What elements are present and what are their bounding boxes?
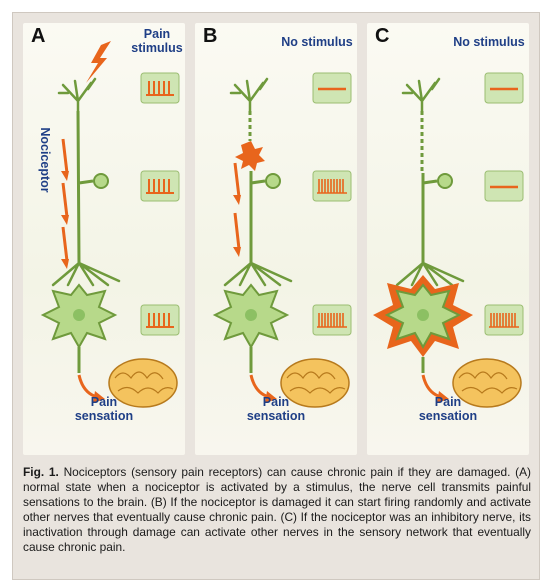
panel-letter: B — [203, 25, 218, 47]
panel-b-art — [212, 72, 352, 408]
sensation-label-line2: sensation — [418, 409, 478, 423]
caption-text: Nociceptors (sensory pain receptors) can… — [23, 465, 531, 554]
panel-letter: C — [375, 25, 390, 47]
caption-figure-number: Fig. 1. — [23, 465, 59, 479]
nociceptor-label: Nociceptor — [38, 127, 52, 193]
panel-c: C No stimulus Pain sensation — [367, 23, 529, 455]
brain-icon — [452, 358, 522, 408]
panel-c-art — [373, 72, 524, 408]
stimulus-label: No stimulus — [453, 35, 525, 49]
panel-a-art — [40, 41, 180, 408]
panel-a: A Pain stimulus Nociceptor Pain sensatio… — [23, 23, 185, 455]
stimulus-label-line2: stimulus — [131, 41, 183, 55]
figure-caption: Fig. 1. Nociceptors (sensory pain recept… — [23, 465, 531, 555]
sensation-label: Pain sensation — [241, 395, 311, 423]
damage-icon — [235, 141, 265, 171]
figure: A Pain stimulus Nociceptor Pain sensatio… — [12, 12, 540, 580]
lightning-icon — [86, 41, 111, 83]
sensation-label-line2: sensation — [74, 409, 134, 423]
sensation-label-line1: Pain — [90, 395, 118, 409]
brain-icon — [280, 358, 350, 408]
sensation-label: Pain sensation — [69, 395, 139, 423]
stimulus-label-line1: Pain — [143, 27, 171, 41]
brain-icon — [108, 358, 178, 408]
sensation-label: Pain sensation — [413, 395, 483, 423]
sensation-label-line2: sensation — [246, 409, 306, 423]
panel-b: B No stimulus Pain sensation — [195, 23, 357, 455]
stimulus-label: No stimulus — [281, 35, 353, 49]
panel-letter: A — [31, 25, 46, 47]
stimulus-label: Pain stimulus — [127, 27, 187, 55]
sensation-label-line1: Pain — [434, 395, 462, 409]
sensation-label-line1: Pain — [262, 395, 290, 409]
